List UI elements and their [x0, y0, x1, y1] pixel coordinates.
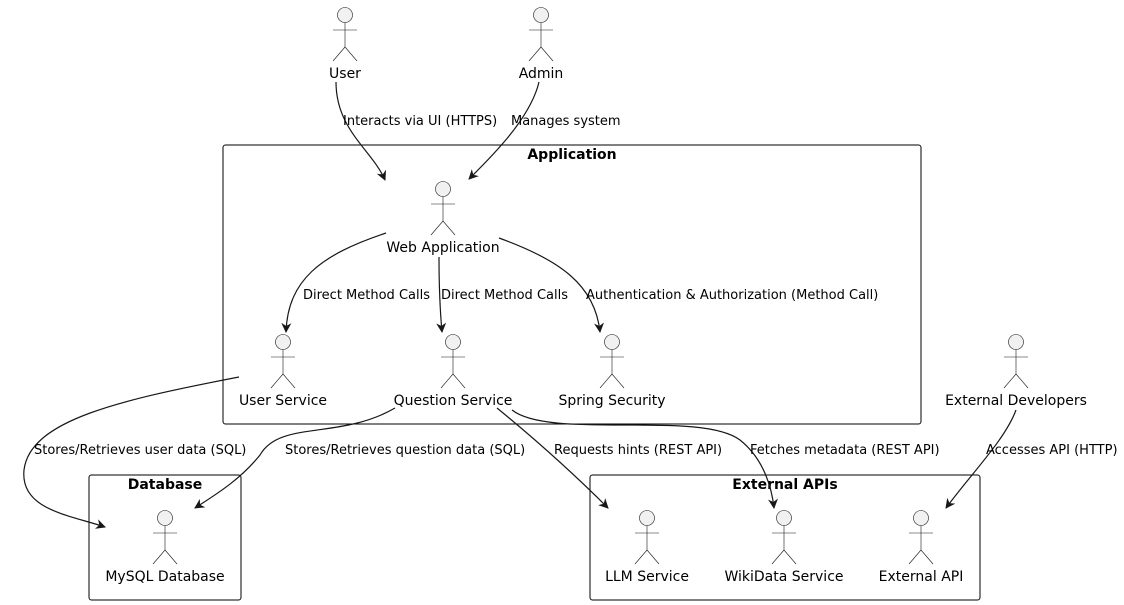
- external-api-actor-icon: [908, 510, 934, 565]
- edge-question-service-to-wikidata: Fetches metadata (REST API): [511, 409, 940, 509]
- edge-web-to-spring-security: Authentication & Authorization (Method C…: [498, 237, 878, 333]
- llm-service-actor-label: LLM Service: [605, 569, 689, 585]
- question-service-actor-icon: [440, 334, 466, 389]
- actor-admin: Admin: [519, 7, 564, 82]
- user-service-actor-icon: [270, 334, 296, 389]
- application-frame-title: Application: [527, 147, 616, 163]
- actor-question-service: Question Service: [394, 334, 513, 409]
- user-actor-icon: [332, 7, 358, 62]
- mysql-database-actor-label: MySQL Database: [105, 569, 224, 585]
- actor-external-developers: External Developers: [945, 334, 1087, 409]
- llm-service-actor-icon: [634, 510, 660, 565]
- admin-actor-label: Admin: [519, 66, 564, 82]
- user-service-actor-label: User Service: [239, 393, 327, 409]
- edge-question-service-to-llm: Requests hints (REST API): [496, 407, 722, 509]
- spring-security-actor-icon: [599, 334, 625, 389]
- edge-web-to-question-service: Direct Method Calls: [436, 256, 568, 333]
- application-frame: Application: [222, 144, 922, 425]
- edge-web-to-user-service: Direct Method Calls: [281, 232, 430, 333]
- edge-question-service-to-mysql: Stores/Retrieves question data (SQL): [194, 407, 525, 509]
- question-service-actor-label: Question Service: [394, 393, 513, 409]
- external-apis-frame: External APIs: [589, 474, 981, 601]
- external-developers-actor-label: External Developers: [945, 393, 1087, 409]
- edge-user-to-web-application: Interacts via UI (HTTPS): [335, 81, 497, 181]
- edge-label-question-service-to-db: Stores/Retrieves question data (SQL): [285, 443, 525, 458]
- actor-user: User: [329, 7, 361, 82]
- admin-actor-icon: [528, 7, 554, 62]
- edge-label-user-to-web: Interacts via UI (HTTPS): [343, 114, 497, 129]
- edge-label-user-service-to-db: Stores/Retrieves user data (SQL): [34, 443, 246, 458]
- actor-wikidata-service: WikiData Service: [724, 510, 844, 585]
- actor-spring-security: Spring Security: [558, 334, 666, 409]
- web-application-actor-label: Web Application: [386, 240, 499, 256]
- user-actor-label: User: [329, 66, 361, 82]
- edge-external-developers-to-external-api: Accesses API (HTTP): [945, 409, 1118, 509]
- actor-web-application: Web Application: [386, 181, 500, 256]
- database-frame-title: Database: [128, 477, 203, 493]
- edge-label-web-to-question-service: Direct Method Calls: [441, 288, 568, 303]
- external-apis-frame-title: External APIs: [732, 477, 837, 493]
- edge-label-devs-to-external-api: Accesses API (HTTP): [986, 443, 1118, 458]
- wikidata-service-actor-label: WikiData Service: [724, 569, 843, 585]
- edge-label-web-to-user-service: Direct Method Calls: [303, 288, 430, 303]
- edge-label-question-service-to-llm: Requests hints (REST API): [554, 443, 722, 458]
- actor-llm-service: LLM Service: [605, 510, 689, 585]
- spring-security-actor-label: Spring Security: [558, 393, 665, 409]
- actor-user-service: User Service: [239, 334, 327, 409]
- external-developers-actor-icon: [1003, 334, 1029, 389]
- edge-user-service-to-mysql: Stores/Retrieves user data (SQL): [23, 376, 246, 529]
- edge-label-question-service-to-wikidata: Fetches metadata (REST API): [750, 443, 940, 458]
- actor-mysql-database: MySQL Database: [105, 510, 225, 585]
- edge-admin-to-web-application: Manages system: [468, 81, 621, 180]
- actor-external-api: External API: [879, 510, 964, 585]
- web-application-actor-icon: [430, 181, 456, 236]
- wikidata-service-actor-icon: [771, 510, 797, 565]
- edge-label-web-to-security: Authentication & Authorization (Method C…: [586, 288, 878, 303]
- mysql-database-actor-icon: [152, 510, 178, 565]
- external-api-actor-label: External API: [879, 569, 964, 585]
- edge-label-admin-to-web: Manages system: [511, 114, 621, 129]
